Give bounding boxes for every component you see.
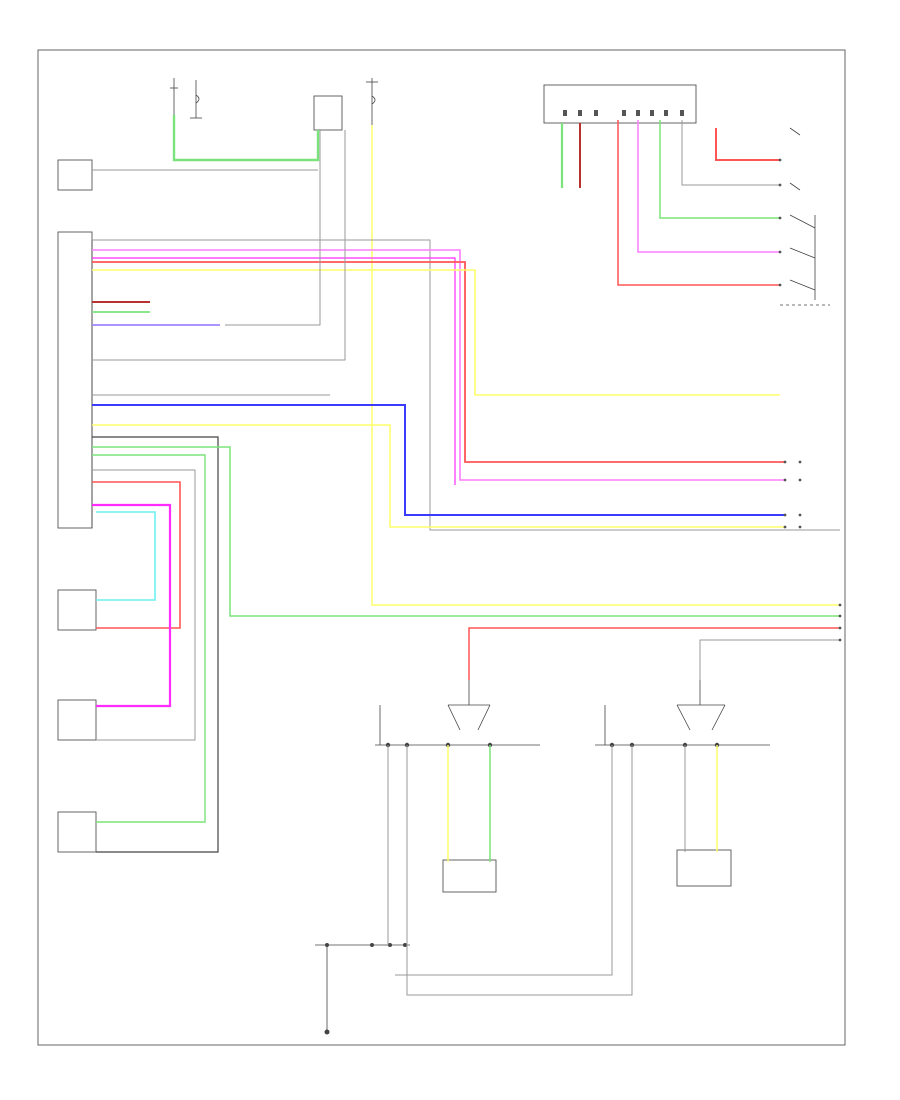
wire-gray-24 bbox=[681, 120, 780, 186]
wire-gray-11 bbox=[225, 130, 321, 326]
terminal-dot-15 bbox=[838, 626, 842, 630]
ecu-small-box bbox=[57, 159, 93, 191]
terminal-dot-4 bbox=[798, 460, 802, 464]
wire-pink-4 bbox=[92, 249, 785, 481]
position-sensor-2 bbox=[57, 699, 97, 741]
wire-cyan-21 bbox=[96, 511, 156, 601]
wire-blue-14 bbox=[92, 404, 785, 516]
wire-yellow-15 bbox=[92, 424, 785, 528]
position-sensor-1 bbox=[57, 589, 97, 631]
wire-gray-36 bbox=[406, 745, 633, 996]
wire-green-18 bbox=[92, 454, 206, 823]
terminal-dot-12 bbox=[778, 283, 782, 287]
wire-red-19 bbox=[92, 481, 181, 629]
wire-green-25 bbox=[659, 120, 780, 219]
terminal-dot-10 bbox=[778, 216, 782, 220]
terminal-dot-13 bbox=[838, 603, 842, 607]
fuse-top-mid bbox=[366, 78, 378, 125]
motor-box-2 bbox=[676, 849, 732, 887]
position-sensor-3 bbox=[57, 811, 97, 853]
wire-black-16 bbox=[92, 436, 219, 853]
wire-yellow-7 bbox=[92, 269, 780, 396]
ground-dots bbox=[325, 943, 407, 947]
lumbar-switch-2 bbox=[676, 680, 726, 731]
wire-red-27 bbox=[617, 120, 780, 286]
terminal-dot-14 bbox=[838, 614, 842, 618]
lumbar-switch-1 bbox=[447, 680, 491, 731]
wire-green-17 bbox=[92, 446, 840, 617]
wire-red-30 bbox=[468, 627, 840, 680]
terminal-dot-5 bbox=[798, 478, 802, 482]
wire-gray-38 bbox=[395, 745, 613, 976]
diagram-frame bbox=[37, 49, 846, 1046]
wire-magenta-5 bbox=[92, 257, 456, 485]
top-connector-box bbox=[313, 95, 343, 131]
terminal-dot-11 bbox=[778, 250, 782, 254]
terminal-dot-9 bbox=[778, 183, 782, 187]
ground-icon bbox=[324, 1029, 330, 1035]
wire-gray-31 bbox=[699, 639, 840, 680]
terminal-dot-1 bbox=[783, 478, 787, 482]
seat-memory-switch bbox=[780, 127, 830, 306]
terminal-dot-7 bbox=[798, 525, 802, 529]
terminal-dot-16 bbox=[838, 638, 842, 642]
wire-gray-12 bbox=[92, 130, 346, 361]
wire-magenta-20 bbox=[92, 503, 172, 708]
tiny-labels bbox=[778, 158, 842, 642]
wire-gray-22 bbox=[92, 469, 196, 741]
wire-red-23 bbox=[715, 128, 780, 161]
terminal-dot-2 bbox=[783, 513, 787, 517]
seat-ecu-box bbox=[57, 231, 93, 529]
wire-pink-26 bbox=[637, 120, 780, 253]
wire-red-6 bbox=[92, 261, 785, 463]
terminal-dot-3 bbox=[783, 525, 787, 529]
wire-gray-3 bbox=[92, 239, 840, 531]
fuse-top-left bbox=[170, 78, 202, 119]
wire-green-0 bbox=[172, 115, 320, 162]
seat-switch-pins bbox=[563, 110, 684, 116]
seat-switch-connector bbox=[543, 84, 697, 124]
terminal-dot-6 bbox=[798, 513, 802, 517]
wires bbox=[92, 115, 840, 996]
terminal-dot-8 bbox=[778, 158, 782, 162]
wire-yellow-2 bbox=[371, 125, 840, 606]
terminal-dot-0 bbox=[783, 460, 787, 464]
motor-box-1 bbox=[442, 859, 497, 893]
